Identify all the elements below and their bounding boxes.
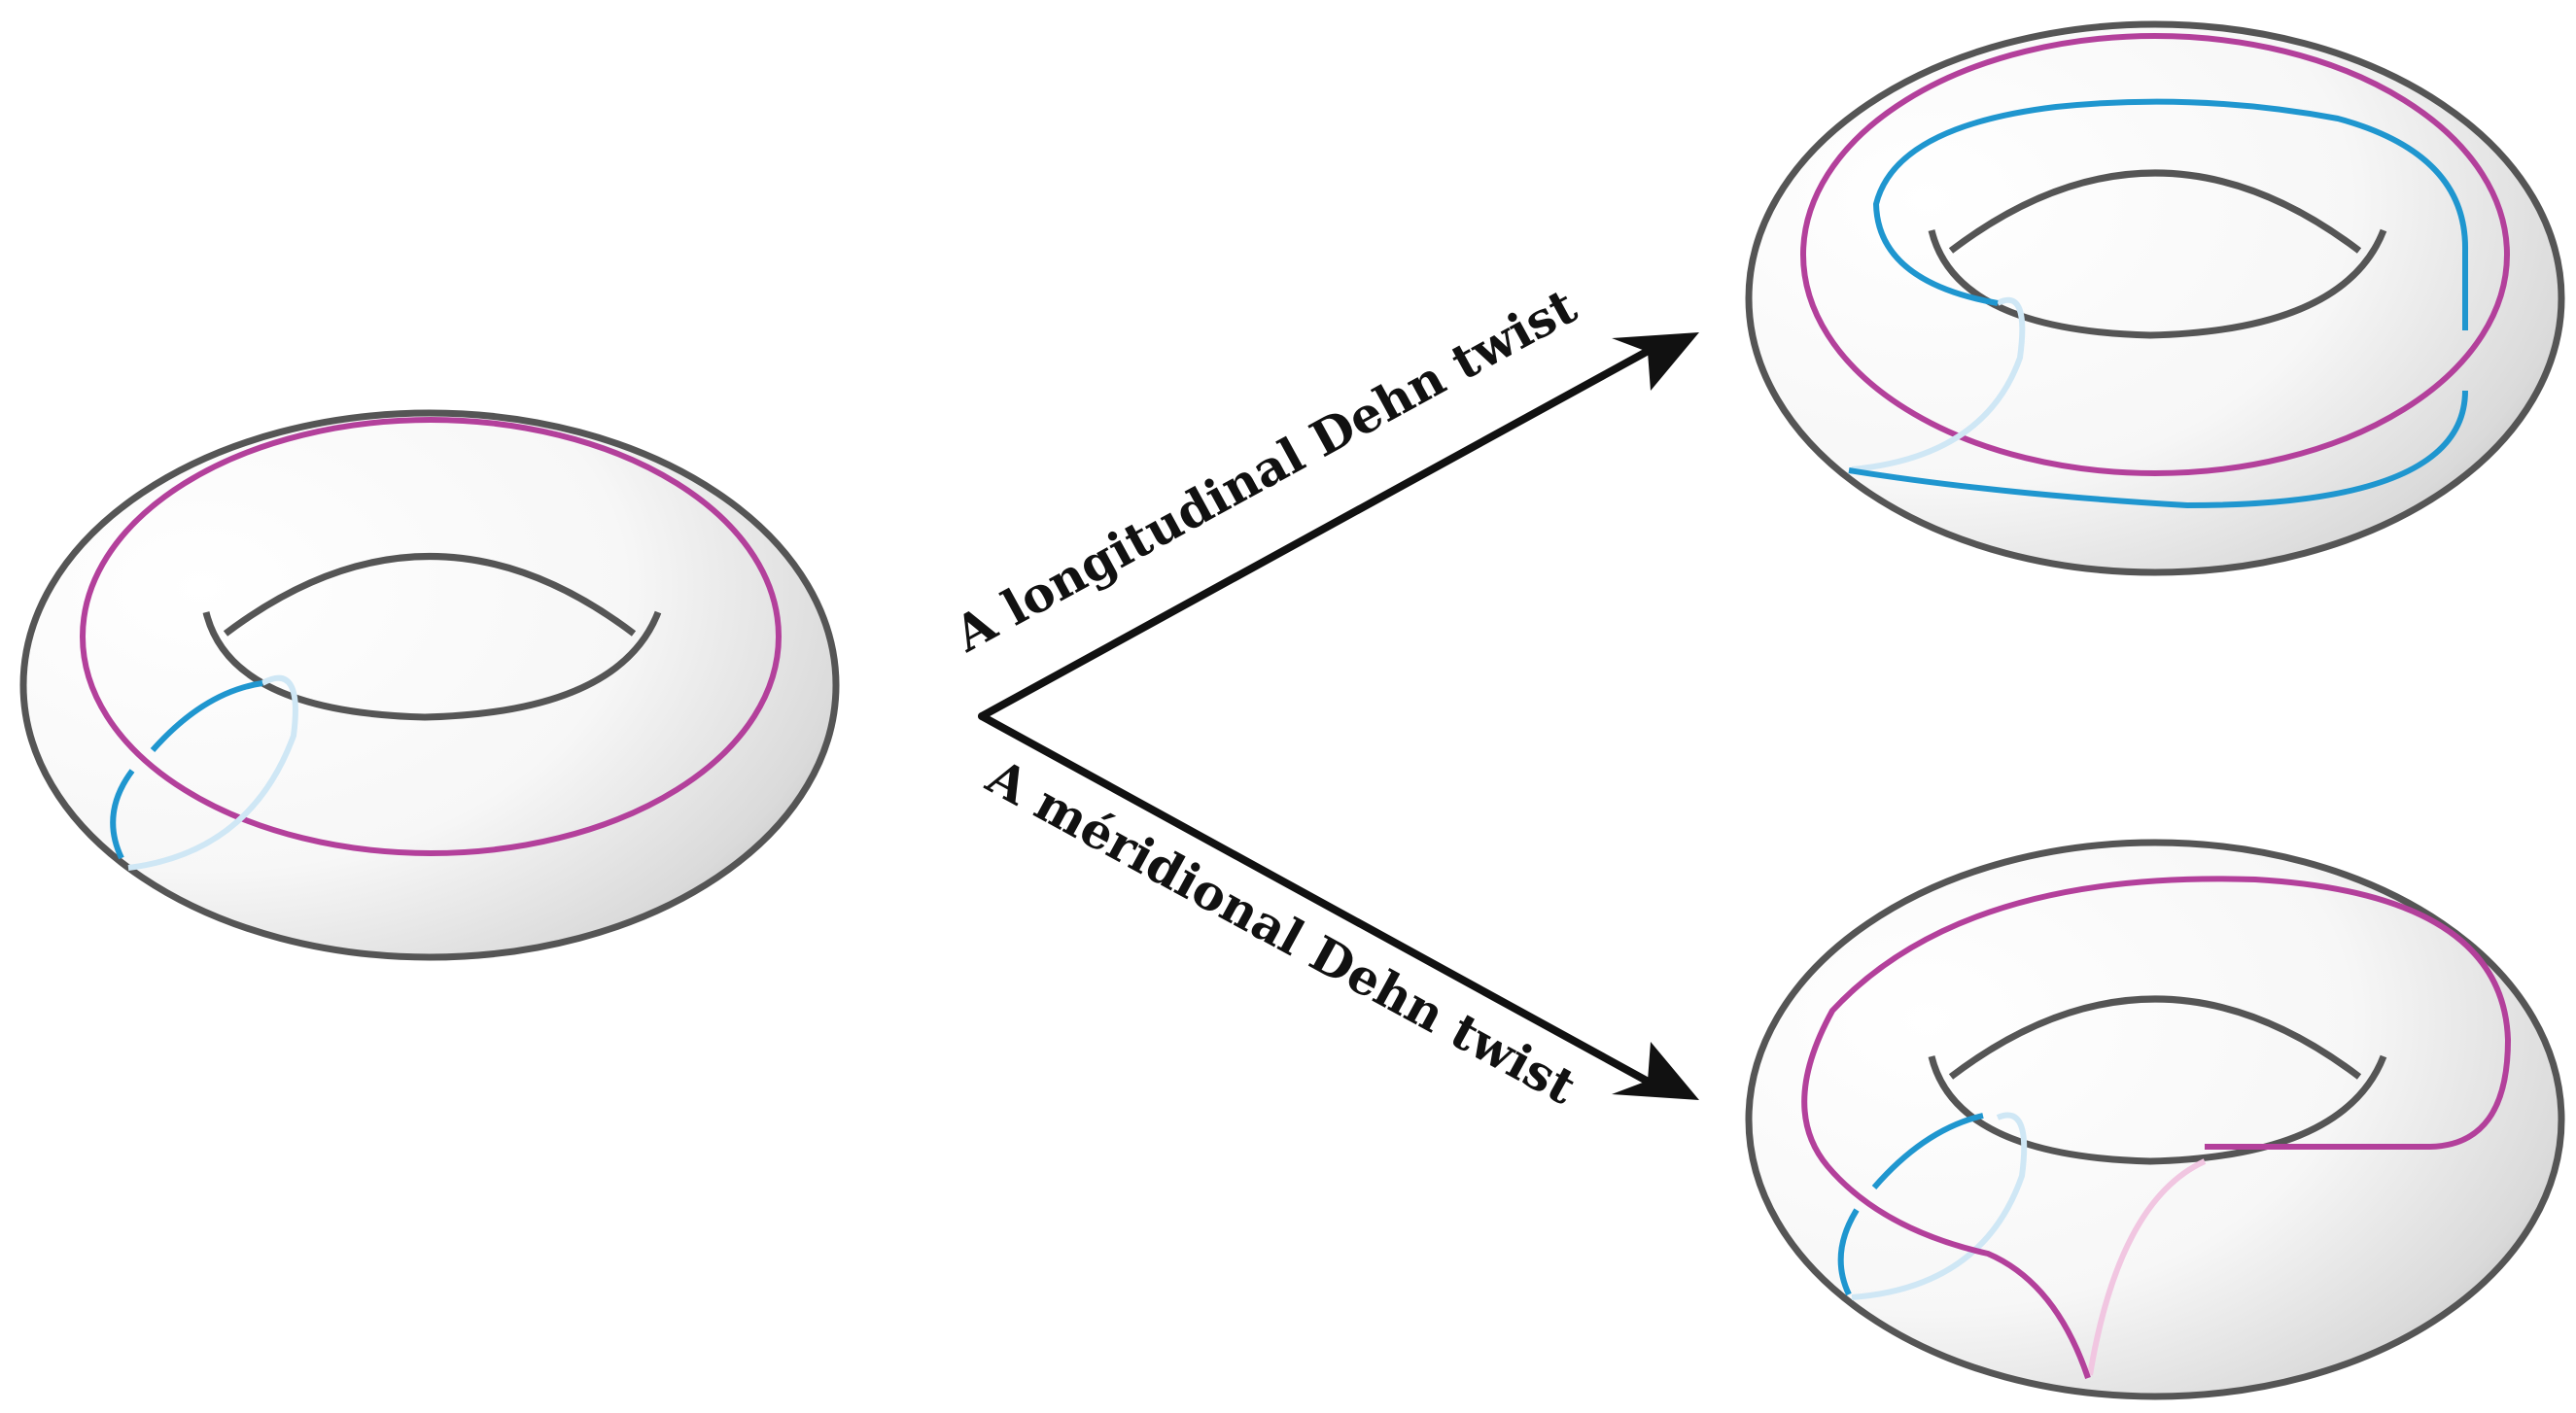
torus-body <box>19 409 840 961</box>
twisted-curve-lower-loop <box>1848 390 2468 509</box>
twisted-curve-hidden-arc <box>2087 1158 2207 1376</box>
twisted-curve-hidden-arc <box>1851 296 2026 472</box>
original-torus <box>19 409 840 961</box>
meridian-front-lower <box>1837 1208 1860 1296</box>
longitudinal-result-torus <box>1745 20 2565 576</box>
arrow-head <box>1612 1042 1699 1100</box>
meridian-front-lower <box>110 769 135 860</box>
torus-body <box>1745 839 2565 1400</box>
twisted-curve-upper-loop <box>1872 98 2469 330</box>
torus-hole-lower <box>1928 1054 2387 1165</box>
torus-body <box>1745 20 2565 576</box>
arrow-head <box>1612 332 1699 391</box>
arrow-shaft <box>978 712 1668 1094</box>
longitudinal-arrow <box>978 332 1699 720</box>
twisted-curve-front <box>1801 876 2512 1379</box>
meridian-front-upper <box>150 680 263 752</box>
torus-hole-upper <box>1948 995 2362 1080</box>
longitude-curve <box>80 417 782 856</box>
meridian-front-upper <box>1871 1113 1984 1189</box>
meridional-arrow <box>978 712 1699 1100</box>
torus-hole-lower <box>202 610 662 721</box>
meridian-hidden-arc <box>127 674 298 871</box>
meridional-label: A méridional Dehn twist <box>977 747 1585 1116</box>
longitudinal-label: A longitudinal Dehn twist <box>944 277 1585 664</box>
torus-hole-lower <box>1928 228 2387 339</box>
meridian-hidden-arc <box>1851 1112 2028 1300</box>
arrow-shaft <box>978 338 1668 720</box>
meridional-result-torus <box>1745 839 2565 1400</box>
torus-hole-upper <box>223 553 637 637</box>
longitude-curve <box>1800 33 2510 476</box>
torus-hole-upper <box>1948 169 2362 254</box>
